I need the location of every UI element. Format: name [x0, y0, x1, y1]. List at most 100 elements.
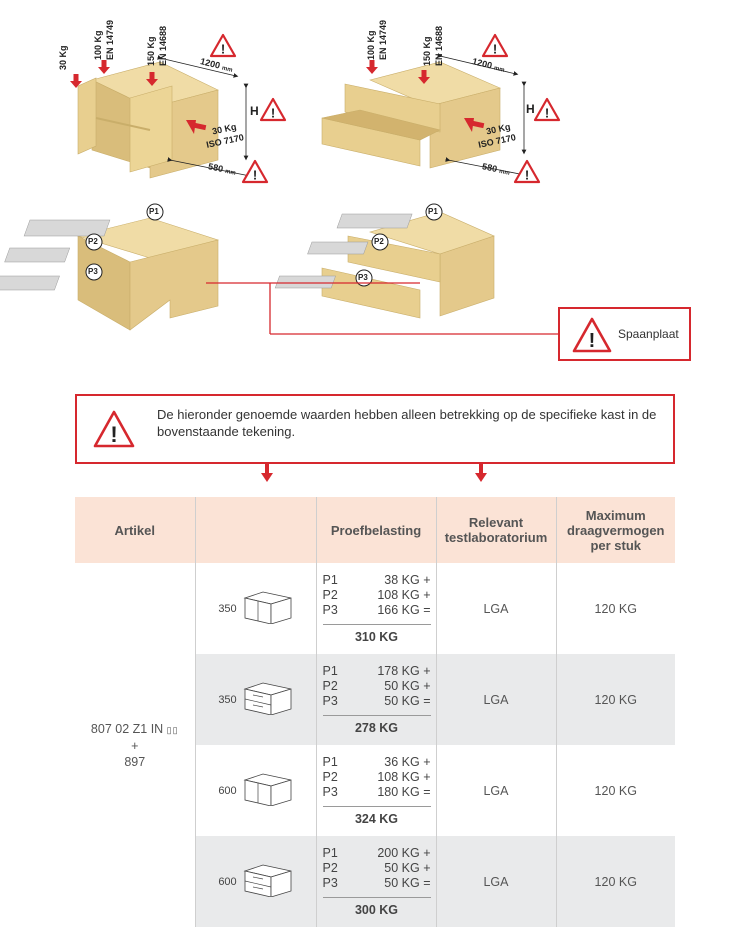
load-value: 180 KG = [377, 785, 431, 799]
load-total: 310 KG [322, 624, 431, 644]
notice-box: ! De hieronder genoemde waarden hebben a… [75, 394, 675, 464]
header-image [194, 497, 316, 563]
table-row: 350 P1 178 KG + P2 50 KG + P3 50 KG = 278 KG L… [75, 654, 675, 745]
max-capacity-value: 120 KG [594, 692, 637, 707]
load-test-drawers-drawing [274, 211, 495, 319]
material-callout: ! Spaanplaat [558, 307, 691, 361]
drawer-cabinet-icon [241, 863, 293, 900]
load-cell: P1 178 KG + P2 50 KG + P3 50 KG = 278 KG [315, 654, 436, 745]
load-key: P2 [322, 770, 338, 784]
load-value: 36 KG + [384, 755, 431, 769]
header-article: Artikel [75, 497, 195, 563]
norm-label-en14749-right: EN 14749 [378, 19, 388, 60]
max-capacity-value: 120 KG [594, 601, 637, 616]
load-value: 50 KG = [384, 694, 431, 708]
load-key: P2 [322, 679, 338, 693]
lab-value: LGA [483, 874, 509, 889]
load-label-150kg: 150 Kg [146, 36, 156, 66]
image-cell: 350 [194, 563, 316, 654]
load-total: 324 KG [322, 806, 431, 826]
p3-marker: P3 [88, 267, 98, 276]
svg-text:!: ! [110, 422, 117, 447]
notice-text: De hieronder genoemde waarden hebben all… [157, 407, 657, 439]
door-cabinet-icon [241, 772, 293, 809]
max-cell: 120 KG [555, 563, 675, 654]
load-value: 178 KG + [377, 664, 431, 678]
max-cell: 120 KG [555, 654, 675, 745]
load-label-30kg: 30 Kg [58, 45, 68, 70]
load-value: 50 KG + [384, 861, 431, 875]
cabinet-height: 600 [218, 784, 237, 797]
load-value: 166 KG = [377, 603, 431, 617]
image-cell: 350 [194, 654, 316, 745]
load-label-100kg: 100 Kg [93, 30, 103, 60]
load-key: P1 [322, 755, 338, 769]
lab-cell: LGA [435, 745, 556, 836]
max-cell: 120 KG [555, 836, 675, 927]
lab-value: LGA [483, 692, 509, 707]
height-label: H [250, 104, 259, 118]
load-label-100kg-right: 100 Kg [366, 30, 376, 60]
norm-label-en14688: EN 14688 [158, 25, 168, 66]
load-key: P1 [322, 664, 338, 678]
p1-marker: P1 [149, 207, 159, 216]
table-row: 600 P1 200 KG + P2 50 KG + P3 50 KG = 300 KG L… [75, 836, 675, 927]
load-value: 50 KG + [384, 679, 431, 693]
load-key: P3 [322, 694, 338, 708]
load-test-table: Artikel Proefbelasting Relevant testlabo… [75, 497, 675, 927]
test-load-breakdown: P1 38 KG + P2 108 KG + P3 166 KG = 310 KG [317, 573, 436, 644]
door-cabinet-icon [241, 590, 293, 627]
header-max: Maximum draagvermogen per stuk [555, 497, 675, 563]
max-capacity-value: 120 KG [594, 783, 637, 798]
load-value: 200 KG + [377, 846, 431, 860]
lab-cell: LGA [435, 654, 556, 745]
load-key: P3 [322, 876, 338, 890]
norm-label-en14688-right: EN 14688 [434, 25, 444, 66]
test-load-breakdown: P1 178 KG + P2 50 KG + P3 50 KG = 278 KG [317, 664, 436, 735]
load-label-150kg-right: 150 Kg [422, 36, 432, 66]
p3-marker-right: P3 [358, 273, 368, 282]
load-key: P2 [322, 861, 338, 875]
header-lab: Relevant testlaboratorium [435, 497, 556, 563]
load-key: P3 [322, 785, 338, 799]
drawer-cabinet-icon [241, 681, 293, 718]
load-total: 300 KG [322, 897, 431, 917]
test-load-breakdown: P1 36 KG + P2 108 KG + P3 180 KG = 324 KG [317, 755, 436, 826]
warning-icon: ! [93, 410, 135, 448]
down-arrows [261, 462, 487, 482]
load-value: 38 KG + [384, 573, 431, 587]
max-capacity-value: 120 KG [594, 874, 637, 889]
cabinet-doors-drawing [77, 61, 219, 179]
cabinet-drawers-drawing [321, 61, 501, 169]
cabinet-height: 350 [218, 693, 237, 706]
p1-marker-right: P1 [428, 207, 438, 216]
header-test-load: Proefbelasting [315, 497, 436, 563]
image-cell: 600 [194, 745, 316, 836]
lab-value: LGA [483, 601, 509, 616]
load-key: P1 [322, 846, 338, 860]
load-test-doors-drawing [0, 217, 220, 331]
load-value: 108 KG + [377, 770, 431, 784]
load-total: 278 KG [322, 715, 431, 735]
load-cell: P1 38 KG + P2 108 KG + P3 166 KG = 310 KG [315, 563, 436, 654]
article-cell: 807 02 Z1 IN ▯▯ + 897 [90, 721, 179, 769]
height-label-right: H [526, 102, 535, 116]
lab-cell: LGA [435, 563, 556, 654]
load-key: P2 [322, 588, 338, 602]
norm-label-en14749: EN 14749 [105, 19, 115, 60]
image-cell: 600 [194, 836, 316, 927]
load-key: P3 [322, 603, 338, 617]
table-row: 807 02 Z1 IN ▯▯ + 897 350 P1 38 KG + P2 108… [75, 563, 675, 769]
warning-icon: ! [572, 317, 612, 353]
load-value: 50 KG = [384, 876, 431, 890]
load-value: 108 KG + [377, 588, 431, 602]
load-cell: P1 200 KG + P2 50 KG + P3 50 KG = 300 KG [315, 836, 436, 927]
cabinet-height: 600 [218, 875, 237, 888]
load-cell: P1 36 KG + P2 108 KG + P3 180 KG = 324 KG [315, 745, 436, 836]
p2-marker-right: P2 [374, 237, 384, 246]
lab-cell: LGA [435, 836, 556, 927]
load-key: P1 [322, 573, 338, 587]
svg-text:!: ! [589, 330, 596, 352]
cabinet-height: 350 [218, 602, 237, 615]
